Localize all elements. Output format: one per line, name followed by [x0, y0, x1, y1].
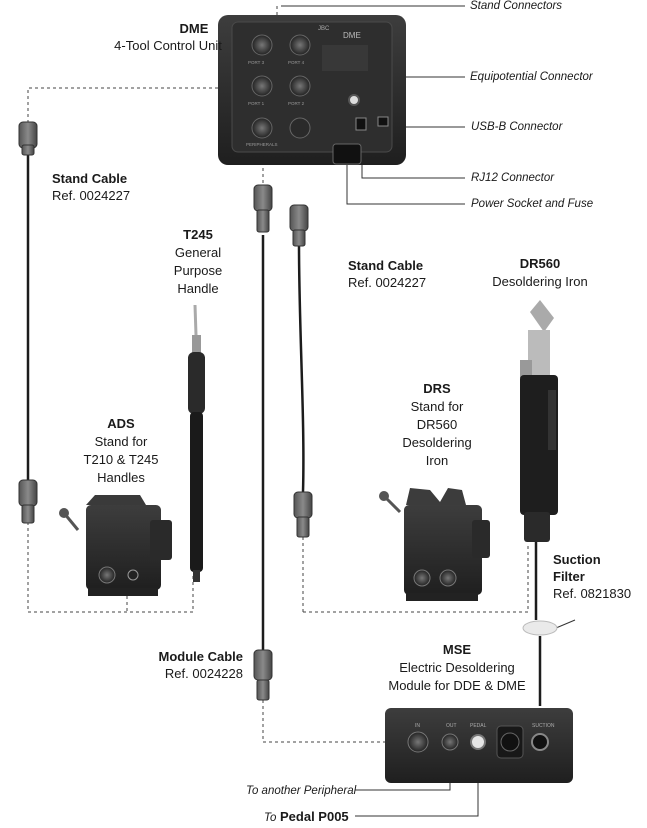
mse-line2: Module for DDE & DME: [388, 678, 526, 693]
mse-line1: Electric Desoldering: [399, 660, 515, 675]
mse-title: MSE: [442, 642, 472, 657]
mse-suction-label: SUCTION: [532, 723, 555, 729]
peripherals-connector: [251, 117, 273, 139]
ads-title: ADS: [107, 416, 135, 431]
mse-suction-port: [531, 733, 549, 751]
cable-plugs: [18, 121, 313, 701]
ads-line1: Stand for: [94, 434, 148, 449]
t245-label: T245 General Purpose Handle: [150, 226, 246, 298]
rj12-connector: [355, 117, 367, 131]
ads-line3: Handles: [97, 470, 145, 485]
usb-b-connector-label: USB-B Connector: [471, 121, 563, 133]
drs-title: DRS: [423, 381, 451, 396]
port-2-label: PORT 2: [288, 101, 305, 106]
dme-title: DME: [179, 21, 209, 36]
suction-filter-title: Suction: [553, 552, 601, 567]
mse-pedal-label: PEDAL: [470, 723, 487, 729]
usb-b-connector: [377, 116, 389, 127]
cables: [26, 145, 542, 706]
ads-stand: [59, 495, 172, 596]
mse-in-port: [407, 731, 429, 753]
mse-label: MSE Electric Desoldering Module for DDE …: [380, 641, 534, 695]
suction-filter-title2: Filter: [553, 569, 585, 584]
dme-label: DME 4-Tool Control Unit: [88, 20, 248, 54]
mse-module: IN OUT PEDAL SUCTION: [385, 708, 573, 783]
stand-cable-mid-title: Stand Cable: [348, 258, 424, 273]
dme-subtitle: 4-Tool Control Unit: [114, 38, 222, 53]
stand-cable-mid: [297, 244, 305, 493]
module-cable-title: Module Cable: [158, 649, 243, 664]
stand-cable-mid-label: Stand Cable Ref. 0024227: [348, 257, 426, 291]
t245-line3: Handle: [177, 281, 219, 296]
port-3-connector: [251, 34, 273, 56]
power-socket: [332, 143, 362, 165]
dme-model-text: DME: [343, 31, 361, 40]
stand-cable-left-ref: Ref. 0024227: [52, 188, 131, 203]
port-1-label: PORT 1: [248, 101, 265, 106]
drs-line1: Stand for: [410, 399, 464, 414]
to-another-peripheral-label: To another Peripheral: [246, 785, 357, 797]
dr560-desoldering-iron: [520, 300, 558, 542]
drs-label: DRS Stand for DR560 Desoldering Iron: [392, 380, 482, 470]
to-pedal-label: To Pedal P005: [264, 808, 349, 827]
t245-handle: [188, 304, 205, 582]
power-socket-label: Power Socket and Fuse: [471, 198, 594, 210]
rj12-connector-label: RJ12 Connector: [471, 172, 555, 184]
port-3-label: PORT 3: [248, 60, 265, 65]
mse-out-label: OUT: [446, 723, 457, 729]
dme-brand-text: JBC: [318, 26, 330, 32]
stand-connectors-label: Stand Connectors: [470, 0, 563, 12]
blank-port: [289, 117, 311, 139]
mse-pedal-port: [470, 734, 486, 750]
drs-stand: [379, 488, 490, 601]
suction-filter-ref: Ref. 0821830: [553, 586, 632, 601]
ads-line2: T210 & T245: [83, 452, 159, 467]
to-pedal-prefix: To: [264, 812, 277, 824]
t245-title: T245: [183, 227, 213, 242]
module-cable-ref: Ref. 0024228: [164, 666, 243, 681]
stand-cable-left-title: Stand Cable: [52, 171, 128, 186]
port-4-label: PORT 4: [288, 60, 305, 65]
stand-cable-left-label: Stand Cable Ref. 0024227: [52, 170, 130, 204]
to-pedal-name: Pedal P005: [280, 809, 349, 824]
port-1-connector: [251, 75, 273, 97]
drs-line4: Iron: [425, 453, 449, 468]
mse-in-label: IN: [415, 723, 420, 729]
dr560-title: DR560: [519, 256, 561, 271]
ads-label: ADS Stand for T210 & T245 Handles: [74, 415, 168, 487]
dr560-subtitle: Desoldering Iron: [492, 274, 588, 289]
equipotential-connector: [348, 94, 360, 106]
drs-line2: DR560: [416, 417, 458, 432]
t245-line2: Purpose: [173, 263, 223, 278]
module-cable-label: Module Cable Ref. 0024228: [151, 648, 243, 682]
t245-line1: General: [174, 245, 222, 260]
equipotential-connector-label: Equipotential Connector: [470, 71, 593, 83]
port-4-connector: [289, 34, 311, 56]
port-2-connector: [289, 75, 311, 97]
peripherals-label: PERIPHERALS: [246, 142, 278, 147]
dr560-label: DR560 Desoldering Iron: [490, 255, 590, 291]
suction-filter: [522, 620, 558, 636]
mse-out-port: [441, 733, 459, 751]
drs-line3: Desoldering: [402, 435, 472, 450]
suction-filter-label: Suction Filter Ref. 0821830: [553, 551, 631, 602]
dme-control-unit: JBC DME PORT 3 PORT 4 PORT 1 PORT 2 PERI…: [218, 15, 406, 165]
stand-cable-mid-ref: Ref. 0024227: [348, 275, 427, 290]
